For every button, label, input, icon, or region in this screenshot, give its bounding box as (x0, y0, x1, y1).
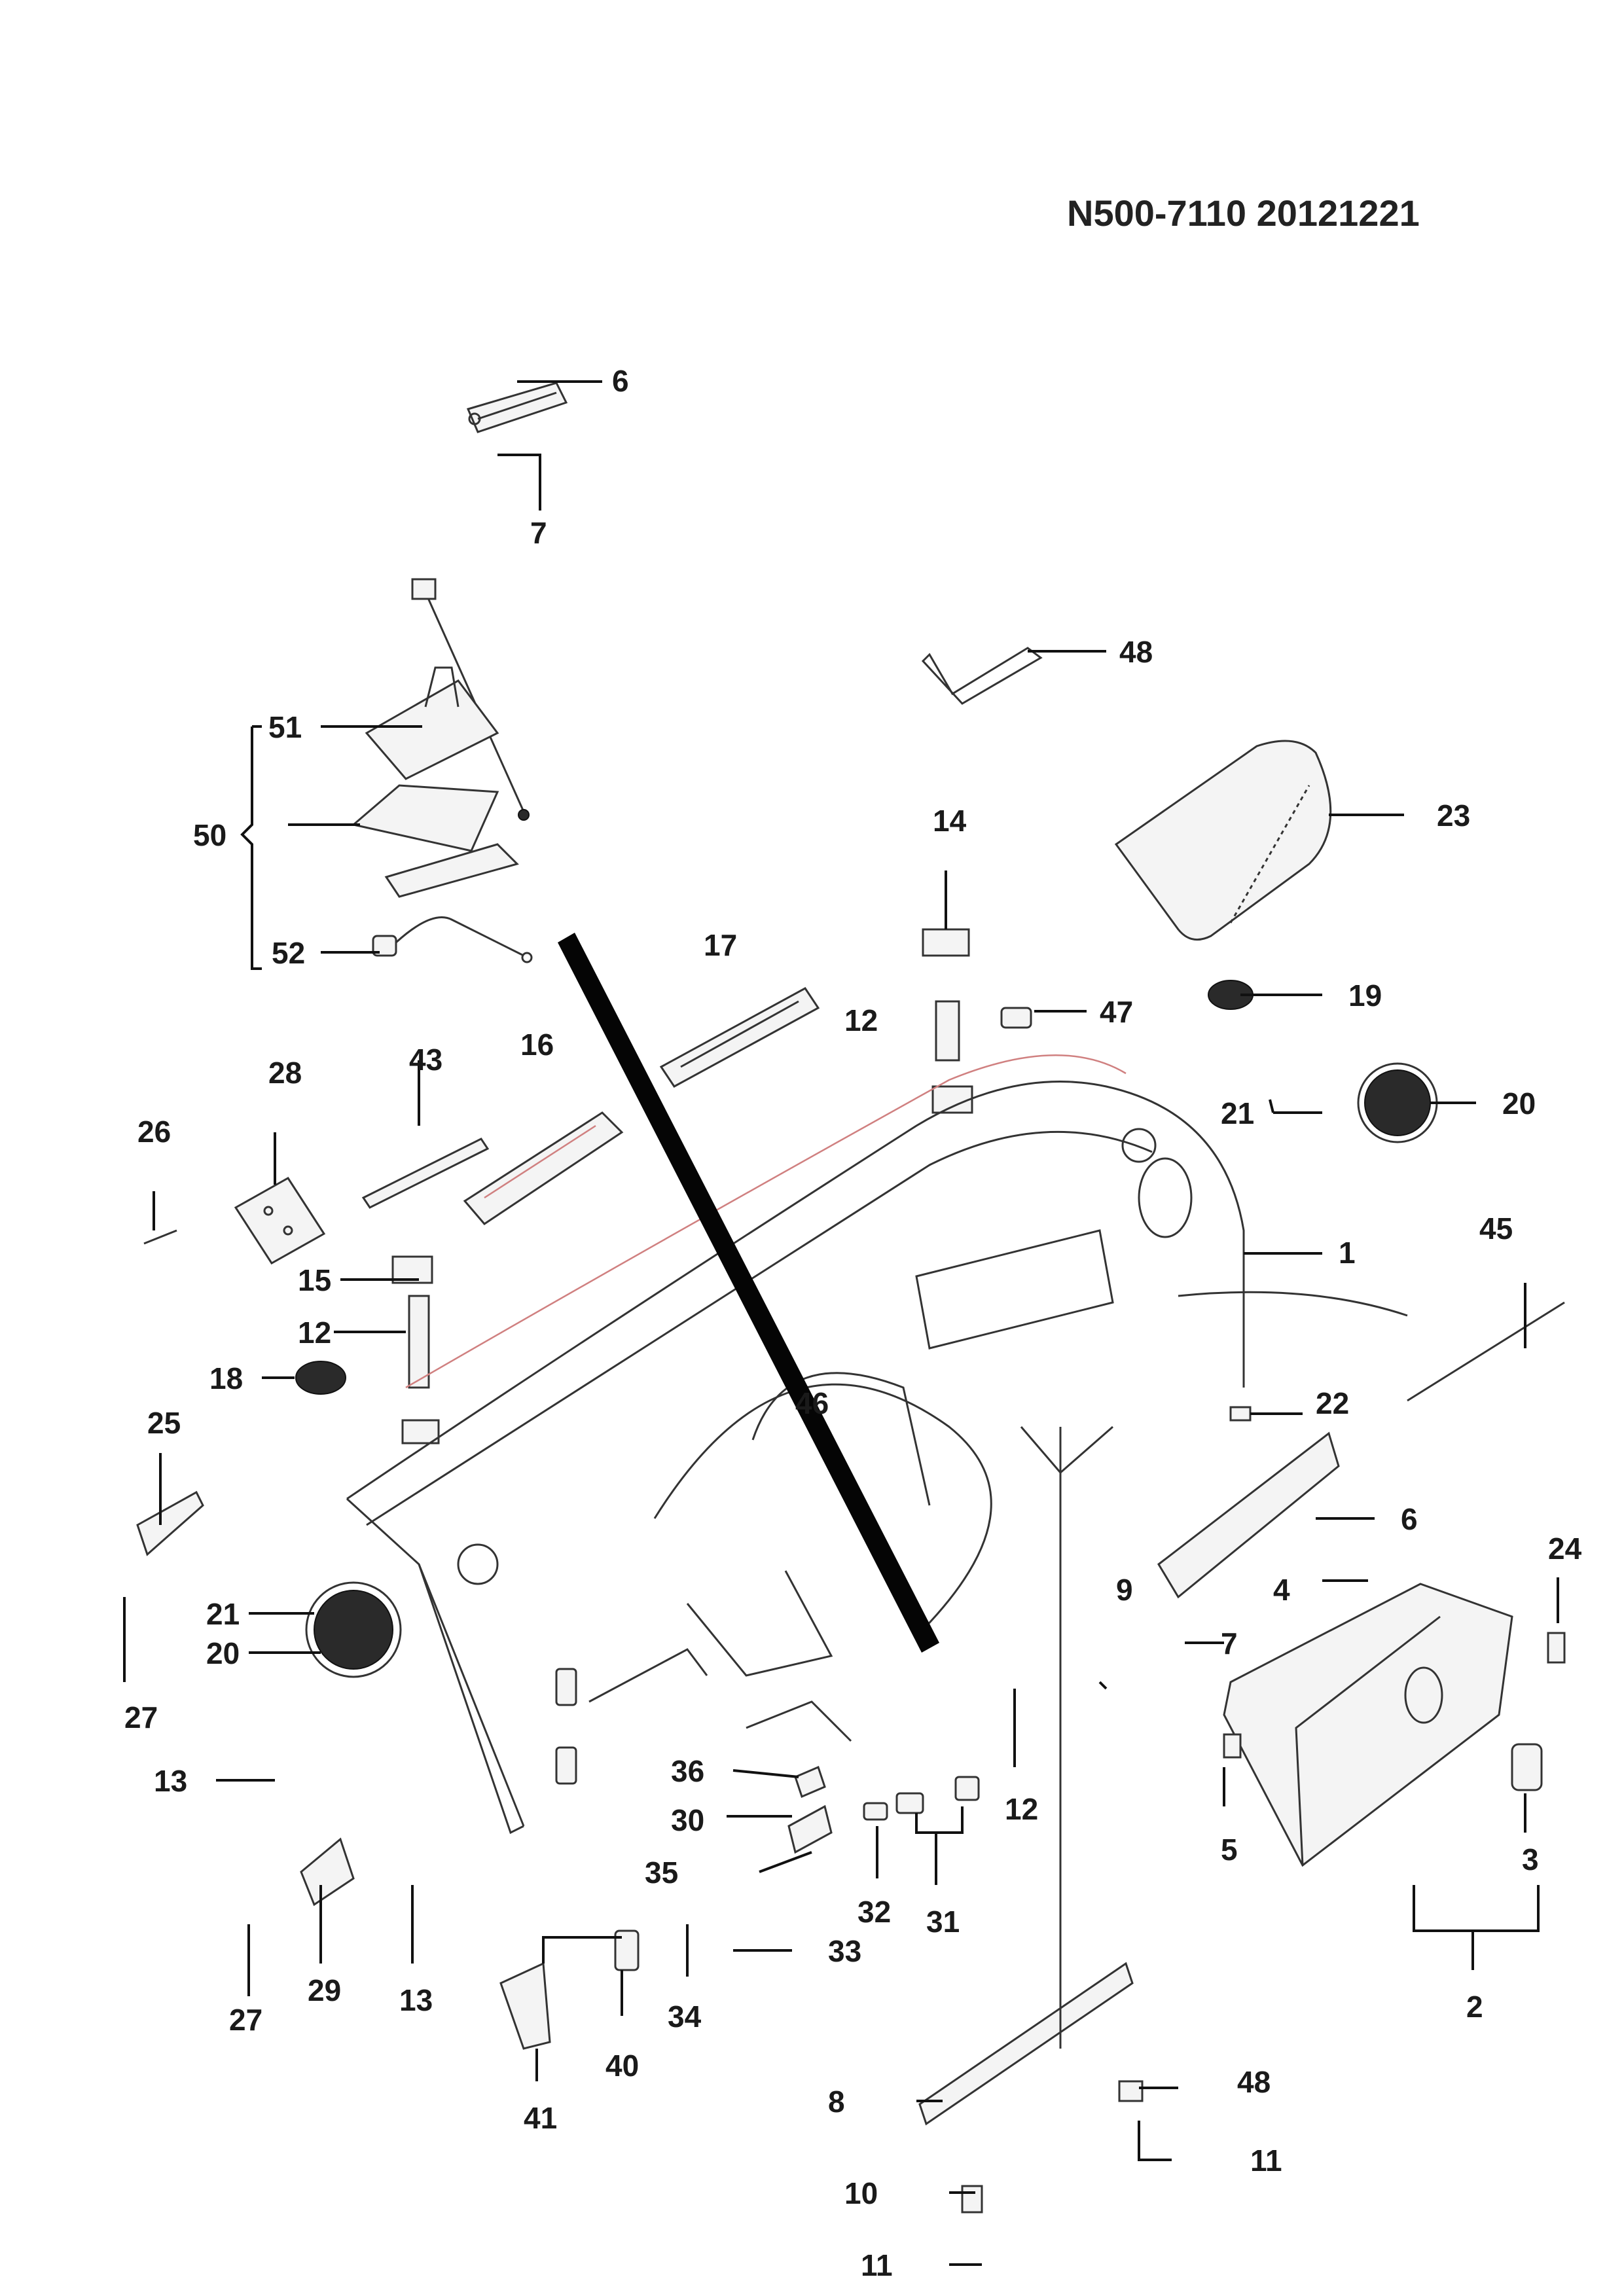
callout-47: 48 (1119, 635, 1153, 669)
callout-21-right: 21 (1221, 1096, 1254, 1130)
callout-1: 1 (1339, 1236, 1356, 1270)
part-20-right-speaker (1357, 1062, 1438, 1143)
callout-13-upper: 13 (154, 1764, 187, 1798)
part-45-sensor (1000, 1007, 1032, 1029)
callout-5: 5 (1221, 1833, 1238, 1867)
callout-20-left: 20 (206, 1636, 240, 1670)
part-29-screw (143, 1229, 177, 1245)
callout-12-left: 12 (298, 1316, 331, 1350)
callout-27-upper: 27 (124, 1700, 158, 1734)
callout-labels: 6 7 48 51 50 52 23 14 17 12 47 19 21 20 … (124, 364, 1582, 2282)
callout-23: 22 (1316, 1386, 1349, 1420)
part-6-right-bracket (1157, 1431, 1340, 1599)
callout-36: 36 (671, 1754, 704, 1788)
callout-12-center: 12 (844, 1003, 878, 1037)
callout-21-left: 21 (206, 1597, 240, 1631)
callout-31: 31 (926, 1905, 960, 1939)
callout-11-right: 11 (1250, 2144, 1282, 2178)
part-28-hinge (234, 1177, 326, 1265)
document-code: N500-7110 20121221 (1067, 192, 1420, 234)
callout-52: 52 (272, 936, 305, 970)
part-drawings (136, 382, 1566, 2214)
callout-43: 43 (409, 1043, 442, 1077)
callout-33: 33 (828, 1934, 861, 1968)
callout-50: 50 (193, 818, 226, 852)
part-18-grille (295, 1361, 346, 1395)
callout-48: 48 (1237, 2065, 1271, 2099)
callout-2: 2 (1466, 1990, 1483, 2024)
callout-45: 47 (1100, 995, 1133, 1029)
callout-7-top: 7 (530, 516, 547, 550)
part-14-12-center-stack (922, 928, 973, 1114)
part-43-strip (361, 1138, 490, 1209)
callout-19: 19 (1348, 978, 1382, 1013)
callout-27-lower: 27 (229, 2003, 262, 2037)
lower-small-parts (300, 1668, 980, 2050)
part-2-glovebox-assembly (1223, 1583, 1566, 1867)
callout-51: 51 (268, 710, 302, 744)
callout-10: 10 (844, 2176, 878, 2210)
callout-30: 30 (671, 1803, 704, 1837)
callout-41: 41 (524, 2101, 557, 2135)
callout-28: 28 (268, 1056, 302, 1090)
callout-16: 16 (520, 1028, 554, 1062)
callout-4: 4 (1273, 1573, 1290, 1607)
callout-17: 17 (704, 928, 737, 962)
part-44-strip (1407, 1301, 1565, 1402)
callout-11-bottom: 11 (861, 2248, 893, 2282)
part-17-vent (659, 987, 820, 1088)
callout-46: 46 (795, 1386, 829, 1420)
part-8-lower-bar (918, 1962, 1144, 2214)
part-1-dashboard (346, 1054, 1408, 1835)
callout-35: 35 (645, 1856, 678, 1890)
part-25-bracket (136, 1490, 204, 1556)
part-6-7-top-bracket (466, 382, 568, 433)
callout-6-right: 6 (1401, 1502, 1418, 1536)
callout-8: 8 (828, 2085, 845, 2119)
callout-32: 32 (857, 1895, 891, 1929)
part-50-51-console-assembly (351, 578, 530, 898)
callout-22: 24 (1548, 1532, 1582, 1566)
callout-15: 15 (298, 1263, 331, 1297)
part-52-cable (372, 916, 533, 963)
part-20-left-speaker (305, 1581, 402, 1678)
callout-12-lower: 12 (1005, 1792, 1038, 1826)
callout-9: 9 (1116, 1573, 1133, 1607)
callout-24: 23 (1437, 798, 1470, 833)
callout-18: 18 (209, 1361, 243, 1395)
callout-13-lower: 13 (399, 1983, 433, 2017)
callout-14: 14 (933, 804, 967, 838)
callout-3: 3 (1522, 1842, 1539, 1876)
callout-7-right: 7 (1221, 1626, 1238, 1660)
callout-26: 29 (308, 1973, 341, 2007)
callout-25: 25 (147, 1406, 181, 1440)
callout-40: 40 (605, 2049, 639, 2083)
part-16-vent (463, 1111, 624, 1225)
part-24-lid (1114, 740, 1332, 941)
leader-lines (123, 380, 1559, 2266)
callout-6-top: 6 (612, 364, 629, 398)
callout-44: 45 (1479, 1211, 1513, 1246)
part-47-hanger (921, 647, 1043, 705)
part-15-12-left-defrost (391, 1255, 440, 1444)
diagonal-bar (558, 933, 939, 1653)
part-23-clip (1229, 1406, 1252, 1422)
callout-34: 34 (668, 2000, 702, 2034)
callout-20-right: 20 (1502, 1086, 1536, 1121)
callout-29: 26 (137, 1115, 171, 1149)
